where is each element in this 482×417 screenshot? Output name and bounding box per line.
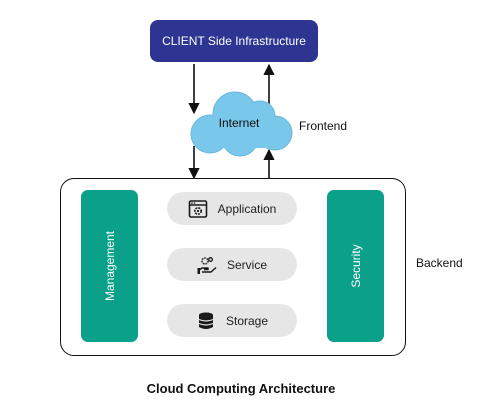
storage-label: Storage — [225, 313, 269, 328]
application-component: Application — [167, 192, 297, 225]
storage-component: Storage — [167, 304, 297, 337]
frontend-label: Frontend — [299, 119, 348, 133]
security-label: Security — [348, 244, 363, 288]
service-icon — [197, 256, 217, 274]
security-column: Security — [327, 190, 384, 342]
backend-container — [60, 178, 406, 356]
client-infrastructure-label: CLIENT Side Infrastructure — [162, 34, 306, 48]
management-column: Management — [81, 190, 138, 342]
storage-icon — [198, 312, 214, 329]
application-icon — [188, 199, 207, 218]
service-component: Service — [167, 248, 297, 281]
cloud-icon — [190, 91, 293, 157]
service-label: Service — [226, 257, 267, 272]
management-label: Management — [102, 230, 117, 302]
backend-label: Backend — [416, 256, 463, 270]
internet-label: Internet — [218, 116, 260, 130]
internet-cloud: Internet — [180, 88, 298, 158]
client-infrastructure-box: CLIENT Side Infrastructure — [150, 20, 318, 62]
application-label: Application — [217, 201, 277, 216]
diagram-caption: Cloud Computing Architecture — [146, 381, 336, 396]
